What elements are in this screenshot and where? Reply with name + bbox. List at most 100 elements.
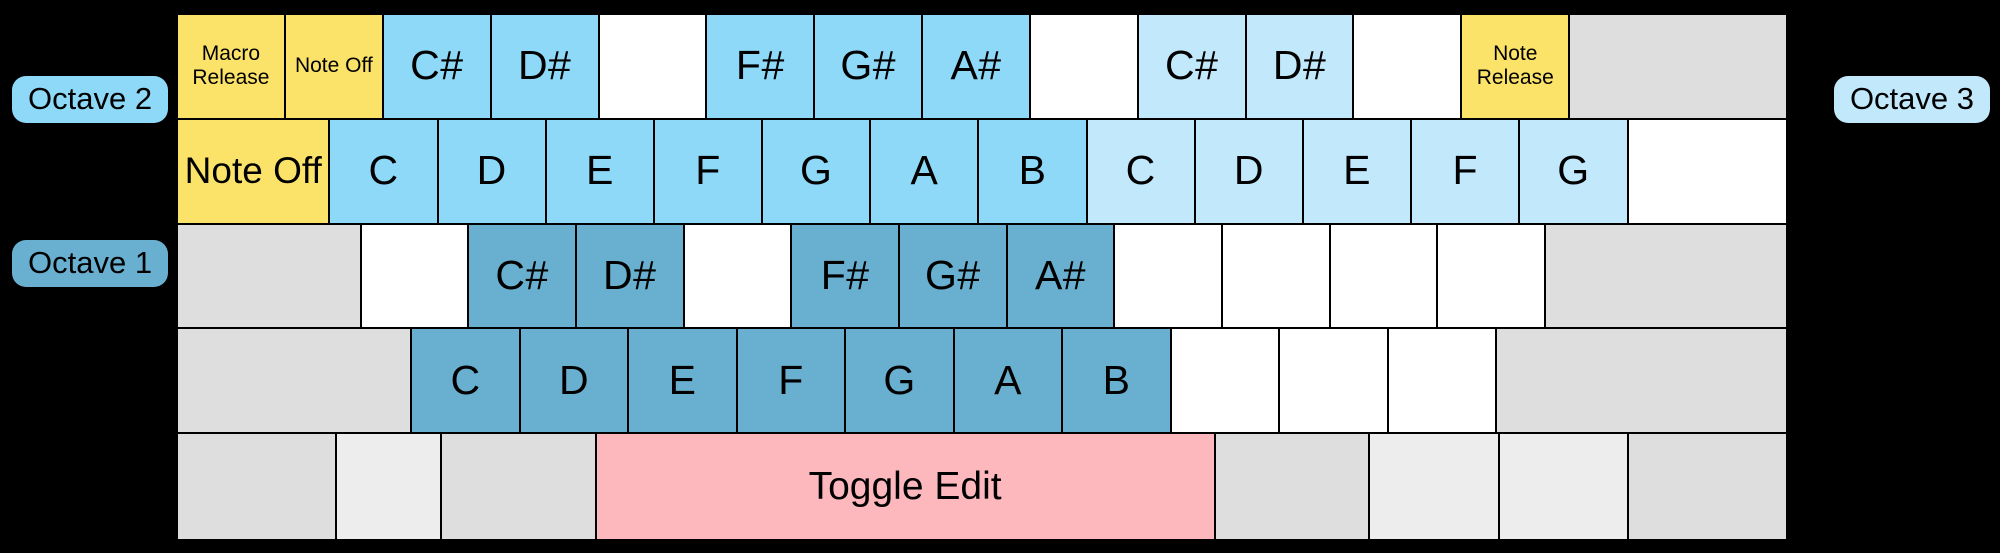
key-a-sharp[interactable]: A# [1007,224,1116,330]
key-blank[interactable] [1497,329,1786,435]
key-label: G# [840,42,897,89]
key-label: A# [950,42,1002,89]
key-note-off[interactable]: Note Off [285,15,384,120]
key-label: C# [410,42,464,89]
key-d[interactable]: D [520,329,630,435]
key-label: B [1018,147,1047,194]
key-c[interactable]: C [1087,119,1196,225]
key-blank[interactable] [1388,329,1498,435]
key-blank[interactable] [1280,329,1389,435]
key-blank[interactable] [442,434,597,539]
key-blank[interactable] [1030,15,1139,120]
key-blank[interactable] [1115,224,1224,330]
key-label: C# [1165,42,1219,89]
key-label: C [368,147,399,194]
key-label: B [1102,356,1131,403]
key-label: G [800,147,833,194]
key-f[interactable]: F [654,119,764,225]
key-label: C# [495,252,549,299]
key-label: A# [1034,252,1087,299]
key-blank[interactable] [361,224,470,330]
key-label: D# [1272,42,1327,89]
key-blank[interactable] [684,224,793,330]
key-d[interactable]: D [438,119,547,225]
key-b[interactable]: B [979,119,1088,225]
key-blank[interactable] [1546,224,1786,330]
key-c-sharp[interactable]: C# [1138,15,1247,120]
octave-badge-lower: Octave 1 [12,240,169,287]
key-label: F# [735,42,785,89]
key-c[interactable]: C [412,329,521,435]
key-a[interactable]: A [954,329,1064,435]
row-asdf: C# D# F# G# A# [178,224,1786,330]
key-d-sharp[interactable]: D# [576,224,685,330]
key-a-sharp[interactable]: A# [923,15,1031,120]
key-c[interactable]: C [330,119,439,225]
key-macro-release[interactable]: Macro Release [178,15,286,120]
key-blank[interactable] [1223,224,1331,330]
row-number: Macro Release Note Off C# D# F# G# A# C# D# Note … [178,15,1786,120]
key-label: F [1452,147,1479,194]
key-label: D [1233,147,1264,194]
key-e[interactable]: E [546,119,655,225]
key-g-sharp[interactable]: G# [899,224,1008,330]
key-blank[interactable] [1215,434,1370,539]
key-f[interactable]: F [1412,119,1521,225]
key-g-sharp[interactable]: G# [815,15,924,120]
row-spacebar: Toggle Edit [178,434,1786,539]
key-label: F [695,147,721,194]
key-d-sharp[interactable]: D# [1246,15,1355,120]
key-note-off[interactable]: Note Off [178,119,331,225]
key-g[interactable]: G [1520,119,1629,225]
key-blank[interactable] [178,329,413,435]
key-label: G# [924,252,981,299]
key-label: D# [603,252,657,299]
key-label: Note Off [294,54,373,78]
key-e[interactable]: E [629,329,738,435]
key-blank[interactable] [1570,15,1786,120]
key-label: F# [820,252,870,299]
octave-badge-upper: Octave 2 [12,76,169,123]
key-blank[interactable] [1438,224,1547,330]
key-label: C [450,356,481,403]
key-f-sharp[interactable]: F# [707,15,816,120]
key-c-sharp[interactable]: C# [383,15,492,120]
key-c-sharp[interactable]: C# [469,224,577,330]
key-label: Toggle Edit [808,464,1002,508]
key-blank[interactable] [599,15,708,120]
key-note-release[interactable]: Note Release [1462,15,1571,120]
key-g[interactable]: G [846,329,955,435]
key-blank[interactable] [1628,119,1786,225]
key-blank[interactable] [1369,434,1500,539]
key-blank[interactable] [1171,329,1281,435]
key-blank[interactable] [178,434,338,539]
key-label: F [778,356,804,403]
key-blank[interactable] [337,434,443,539]
key-label: E [668,356,697,403]
key-label: D [558,356,590,403]
key-f[interactable]: F [737,329,847,435]
key-label: E [585,147,614,194]
key-label: Note Release [1476,41,1554,90]
key-blank[interactable] [1499,434,1630,539]
key-a[interactable]: A [871,119,980,225]
key-blank[interactable] [178,224,362,330]
key-label: G [883,356,916,403]
key-blank[interactable] [1330,224,1439,330]
key-label: A [994,356,1022,403]
key-label: D# [517,42,572,89]
key-blank[interactable] [1354,15,1463,120]
key-f-sharp[interactable]: F# [792,224,900,330]
key-d-sharp[interactable]: D# [491,15,600,120]
key-b[interactable]: B [1063,329,1172,435]
key-label: Note Off [184,150,322,192]
key-e[interactable]: E [1303,119,1413,225]
key-d[interactable]: D [1195,119,1304,225]
key-label: E [1343,147,1371,194]
key-g[interactable]: G [763,119,872,225]
key-blank[interactable] [1629,434,1786,539]
key-toggle-edit[interactable]: Toggle Edit [596,434,1216,539]
